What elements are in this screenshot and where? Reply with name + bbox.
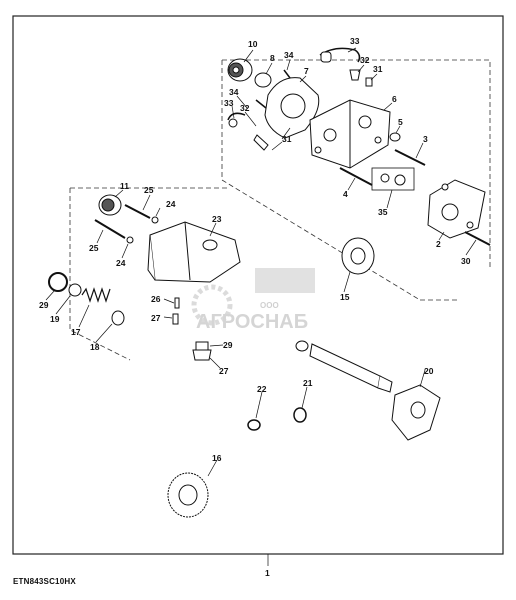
callout-25: 26 (151, 294, 161, 304)
callout-2: 2 (436, 239, 441, 249)
part-29-snap-ring (48, 272, 68, 292)
part-22-housing (147, 221, 241, 283)
watermark-prefix: ООО (260, 301, 279, 310)
part-callouts: 10 8 34 7 33 32 31 6 5 3 4 35 2 30 34 33… (39, 36, 471, 578)
part-32-fitting (349, 69, 361, 81)
callout-34: 34 (284, 50, 294, 60)
part-3-bolt (394, 149, 426, 166)
part-25-pin (174, 297, 180, 309)
part-shaft-seal (295, 340, 309, 352)
callout-34b: 34 (229, 87, 239, 97)
callout-3: 3 (423, 134, 428, 144)
callout-31: 31 (373, 64, 383, 74)
part-6-valve-block (309, 99, 391, 169)
callout-24b: 25 (89, 243, 99, 253)
callout-16: 17 (71, 327, 81, 337)
callout-30: 30 (461, 256, 471, 266)
callout-31b: 31 (282, 134, 292, 144)
watermark-brand: АГРОСНАБ (196, 311, 308, 333)
callout-27: 27 (219, 366, 229, 376)
part-19-end-plate (391, 384, 441, 441)
callout-15: 16 (212, 453, 222, 463)
part-10-bearing (227, 58, 253, 82)
part-33-clip-left (227, 112, 246, 121)
callout-33: 33 (350, 36, 360, 46)
callout-21: 22 (257, 384, 267, 394)
part-31-fitting (365, 77, 373, 87)
part-23-nut (151, 216, 159, 224)
part-34-pin (283, 69, 291, 79)
part-9-bearing (98, 194, 122, 216)
callout-8: 8 (270, 53, 275, 63)
callout-7: 7 (304, 66, 309, 76)
part-17-o-ring (111, 310, 125, 326)
part-16-spring (81, 287, 111, 303)
callout-23: 24 (166, 199, 176, 209)
callout-4: 4 (343, 189, 348, 199)
callout-33b: 33 (224, 98, 234, 108)
callout-20: 21 (303, 378, 313, 388)
callout-24: 25 (144, 185, 154, 195)
part-8-seal (254, 72, 272, 88)
part-4-bolt (339, 167, 373, 186)
callout-6: 6 (392, 94, 397, 104)
callout-17: 18 (90, 342, 100, 352)
watermark-logo: АГРОСНАБ ООО (191, 268, 315, 333)
callout-9: 11 (120, 181, 129, 191)
callout-23b: 24 (116, 258, 126, 268)
callout-10: 10 (248, 39, 258, 49)
part-11-plate (341, 237, 375, 275)
part-2-pump-body (427, 179, 486, 239)
callout-22: 23 (212, 214, 222, 224)
part-21-ring (247, 419, 261, 431)
figure-code: ETN843SC10HX (13, 577, 76, 586)
part-20-ring (293, 407, 307, 423)
callout-28: 29 (223, 340, 233, 350)
callout-32b: 32 (240, 103, 250, 113)
part-33-clip-top (319, 47, 361, 63)
diagram-frame (12, 15, 504, 555)
callout-5: 5 (398, 117, 403, 127)
part-15-disk (167, 472, 209, 518)
part-35-kit (371, 167, 415, 191)
callout-35: 35 (378, 207, 388, 217)
part-24-bolt (124, 204, 151, 219)
callout-29: 29 (39, 300, 49, 310)
callout-leaders (45, 47, 477, 566)
part-30-bolt (464, 231, 491, 246)
callout-18: 19 (50, 314, 60, 324)
part-18-o-ring (68, 283, 82, 297)
callout-32: 32 (360, 55, 370, 65)
part-27-plug (192, 341, 212, 361)
part-5-ring (389, 132, 401, 142)
part-26-pin (172, 313, 179, 325)
callout-19: 20 (424, 366, 434, 376)
callout-26: 27 (151, 313, 161, 323)
callout-assembly: 1 (265, 568, 270, 578)
part-shaft (309, 343, 393, 393)
callout-11: 15 (340, 292, 350, 302)
